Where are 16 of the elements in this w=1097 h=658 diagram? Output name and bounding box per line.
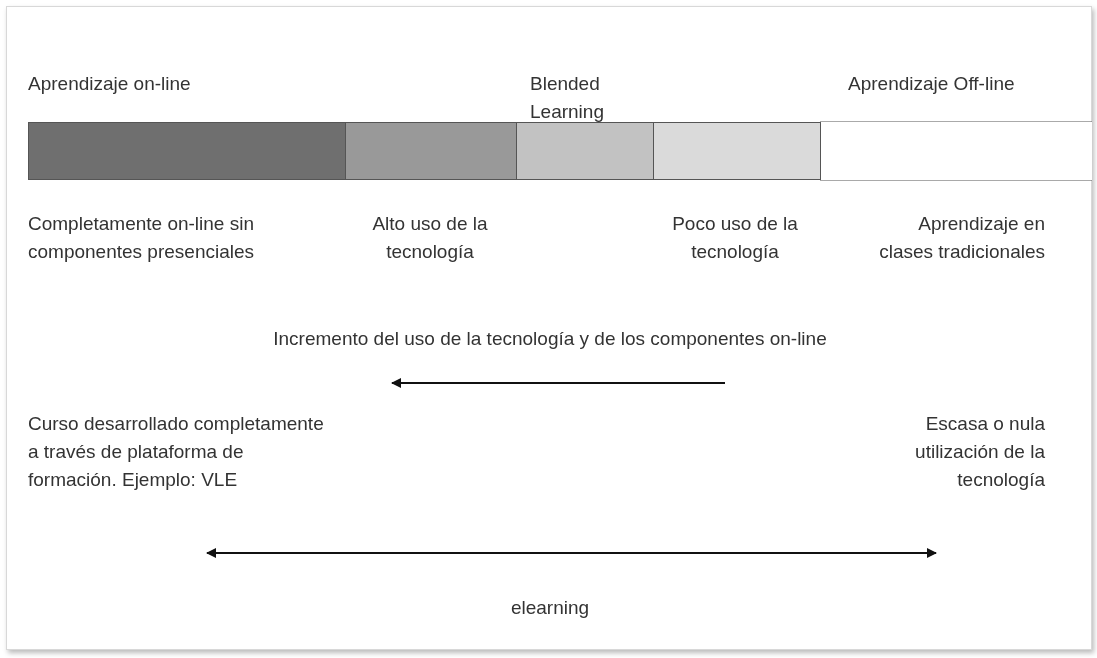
bar-segment [345, 122, 516, 180]
category-label: Aprendizaje en clases tradicionales [878, 212, 1045, 264]
scale-end-label: Aprendizaje on-line [28, 72, 192, 96]
bar-segment [28, 122, 345, 180]
bar-segment [820, 122, 1092, 180]
bar-segment [516, 122, 653, 180]
arrow-caption: elearning [509, 596, 591, 620]
arrow-caption: Incremento del uso de la tecnología y de los componentes on-line [272, 327, 828, 351]
scale-middle-label: Blended Learning [530, 72, 605, 124]
category-label: Poco uso de la tecnología [671, 212, 799, 264]
category-label: Alto uso de la tecnología [371, 212, 489, 264]
scale-end-label: Aprendizaje Off-line [848, 72, 1016, 96]
description-text: Curso desarrollado completamente a través de plataforma de formación. Ejemplo: VLE [28, 412, 325, 492]
category-label: Completamente on-line sin componentes presenciales [28, 212, 256, 264]
bar-segment [653, 122, 820, 180]
description-text: Escasa o nula utilización de la tecnología [914, 412, 1045, 492]
